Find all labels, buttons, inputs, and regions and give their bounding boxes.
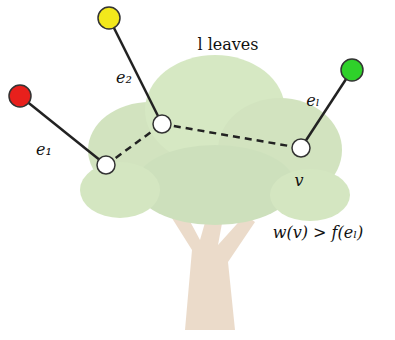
leaf-green [341, 59, 363, 81]
internal-vertex [292, 139, 310, 157]
leaf-red [9, 85, 31, 107]
edge-line [301, 70, 352, 148]
canopy [270, 169, 350, 221]
tree-vertices [9, 7, 363, 174]
edge-line [20, 96, 106, 165]
background-tree [80, 55, 350, 330]
vertex-label: v [294, 172, 303, 190]
edge-label: e₂ [116, 69, 132, 87]
edge-line [109, 18, 162, 124]
path-dashed [106, 124, 162, 165]
canopy [80, 162, 160, 218]
leaf-yellow [98, 7, 120, 29]
internal-vertex [97, 156, 115, 174]
edge-label: eₗ [306, 92, 319, 110]
edge-label: e₁ [36, 141, 52, 159]
condition-note: w(v) > f(eₗ) [273, 224, 364, 242]
internal-vertex [153, 115, 171, 133]
tree-edges [20, 18, 352, 165]
leaf-count: l leaves [197, 36, 258, 54]
path-dashed [162, 124, 301, 148]
